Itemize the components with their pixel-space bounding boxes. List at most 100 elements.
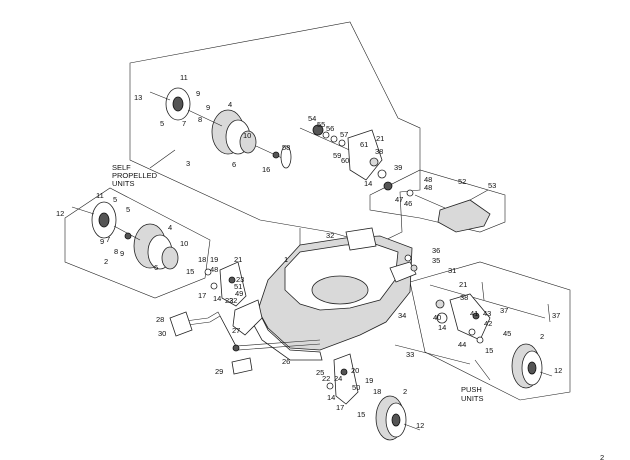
callout: 56	[326, 124, 334, 133]
push-unit-assembly	[394, 254, 553, 389]
callout: 4	[228, 100, 232, 109]
callout: 51	[234, 282, 242, 291]
callout: 31	[448, 266, 456, 275]
callout: 2	[104, 257, 108, 266]
callout: 39	[394, 163, 402, 172]
callout: 35	[432, 256, 440, 265]
transmission	[406, 189, 491, 233]
callout: 55	[317, 120, 325, 129]
callout: 26	[282, 357, 290, 366]
callout: 17	[198, 291, 206, 300]
callout: 2	[403, 387, 407, 396]
front-height-adjuster	[326, 353, 359, 405]
callout: 61	[360, 140, 368, 149]
callout: 20	[351, 366, 359, 375]
callout: 25	[316, 368, 324, 377]
callout: 8	[114, 247, 118, 256]
callout: 15	[357, 410, 365, 419]
callout: 57	[340, 130, 348, 139]
callout: 5	[113, 195, 117, 204]
gear-cluster	[299, 124, 393, 191]
callout: 40	[433, 313, 441, 322]
callout: 33	[406, 350, 414, 359]
callout: 6	[232, 160, 236, 169]
callout: 2	[540, 332, 544, 341]
callout: 11	[180, 73, 188, 82]
callout: 32	[326, 231, 334, 240]
callout: 41	[470, 309, 478, 318]
callout: 42	[484, 319, 492, 328]
callout: 17	[336, 403, 344, 412]
callout: 45	[503, 329, 511, 338]
callout: 21	[234, 255, 242, 264]
callout: 23	[236, 275, 244, 284]
callout: 11	[96, 191, 104, 200]
callout: 38	[375, 147, 383, 156]
callout: 1	[284, 255, 288, 264]
callout: 19	[210, 255, 218, 264]
callout: 12	[416, 421, 424, 430]
callout: 9	[100, 237, 104, 246]
callout: 46	[404, 199, 412, 208]
callout: 22	[322, 374, 330, 383]
callout: 18	[198, 255, 206, 264]
callout: 28	[156, 315, 164, 324]
push-units-group-outline	[409, 261, 571, 401]
push-units-caption-line-1: PUSH	[461, 385, 482, 394]
callout: 5	[126, 205, 130, 214]
mower-deck	[232, 227, 417, 361]
self-propelled-caption-line-1: SELF	[112, 163, 131, 172]
callout: 3	[186, 159, 190, 168]
callout: 29	[215, 367, 223, 376]
callout: 24	[334, 374, 342, 383]
callout: 34	[398, 311, 406, 320]
callout: 9	[196, 89, 200, 98]
callout: 48	[210, 265, 218, 274]
callout: 12	[56, 209, 64, 218]
callout: 12	[554, 366, 562, 375]
callout: 14	[438, 323, 446, 332]
callout: 21	[459, 280, 467, 289]
callout: 14	[364, 179, 372, 188]
callout: 9	[206, 103, 210, 112]
callout: 27	[232, 326, 240, 335]
callout: 44	[458, 340, 466, 349]
front-wheel	[375, 395, 421, 441]
axle-rod	[169, 311, 321, 375]
callout: 58	[282, 143, 290, 152]
callout: 52	[458, 177, 466, 186]
callout: 9	[120, 249, 124, 258]
callout: 14	[327, 393, 335, 402]
callout: 36	[432, 246, 440, 255]
callout: 60	[341, 156, 349, 165]
callout: 54	[308, 114, 316, 123]
callout: 38	[460, 293, 468, 302]
callout: 16	[262, 165, 270, 174]
callout: 48	[424, 175, 432, 184]
callout: 43	[483, 309, 491, 318]
callout: 6	[154, 263, 158, 272]
callout: 8	[198, 115, 202, 124]
left-height-adjuster	[204, 261, 247, 307]
upper-wheel-assembly	[149, 87, 292, 169]
callout: 48	[424, 183, 432, 192]
callout: 7	[106, 235, 110, 244]
transmission-group-outline	[369, 169, 506, 233]
self-propelled-caption-line-3: UNITS	[112, 179, 135, 188]
callout: 19	[365, 376, 373, 385]
callout: 37	[500, 306, 508, 315]
self-propelled-upper-group-outline	[129, 21, 421, 246]
callout: 18	[373, 387, 381, 396]
callout: 37	[552, 311, 560, 320]
callout: 47	[395, 195, 403, 204]
callout: 10	[243, 131, 251, 140]
callout: 15	[186, 267, 194, 276]
callout: 2	[600, 453, 604, 460]
push-units-caption-line-2: UNITS	[461, 394, 484, 403]
callout: 49	[235, 289, 243, 298]
self-propelled-caption-line-2: PROPELLED	[112, 171, 158, 180]
callout: 23	[225, 296, 233, 305]
callout: 13	[134, 93, 142, 102]
callout: 5	[160, 119, 164, 128]
